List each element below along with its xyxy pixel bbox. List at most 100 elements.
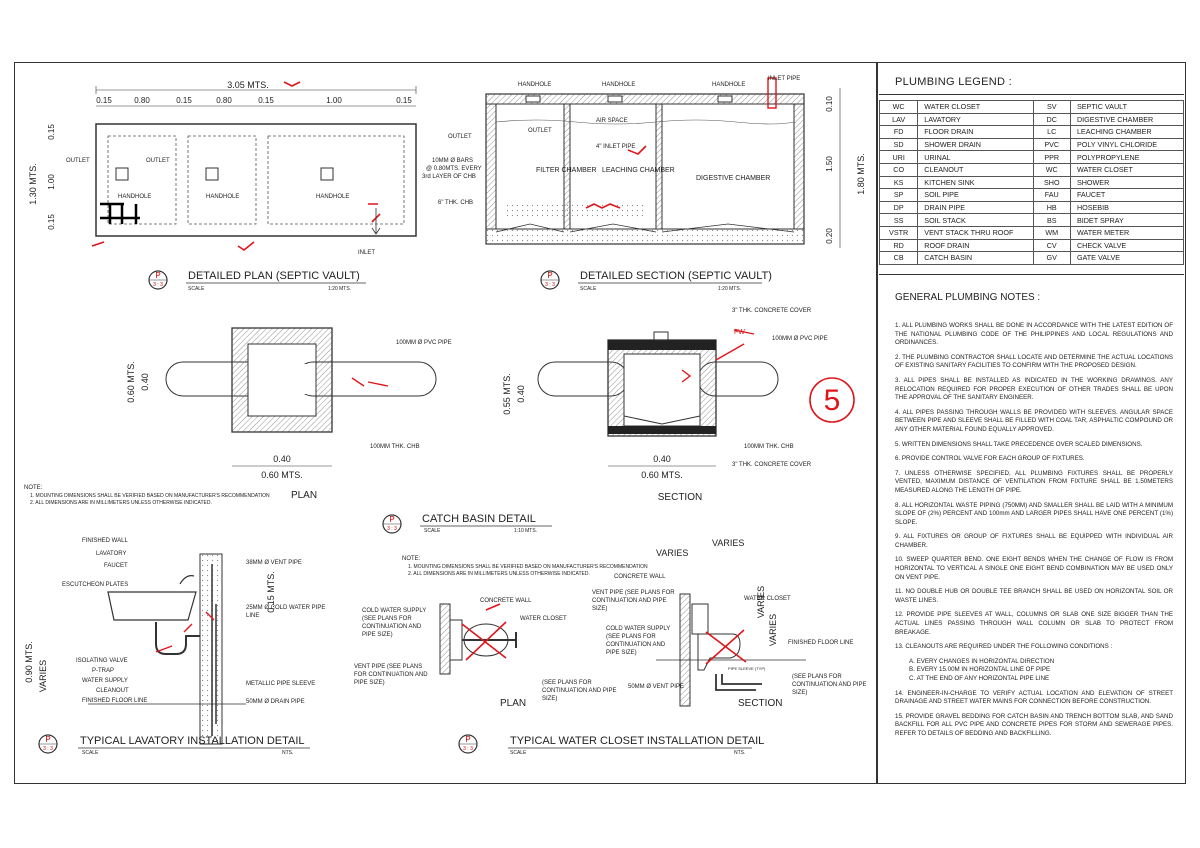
section-dim: 0.20 [825,228,834,244]
note-item: 15. PROVIDE GRAVEL BEDDING FOR CATCH BAS… [895,712,1173,737]
section-bars-label: 3rd LAYER OF CHB [422,174,476,180]
section-chb-label: 6" THK. CHB [438,200,473,206]
cb-ref-letter: P [389,515,394,524]
legend-description: SHOWER DRAIN [917,137,1034,152]
wc-varies: VARIES [656,548,688,558]
wc-cold: COLD WATER SUPPLY [362,608,426,614]
section-inlet-pipe-label: INLET PIPE [768,76,800,82]
wc-concrete-wall-2: CONCRETE WALL [614,574,666,580]
plan-scale-label: SCALE [188,286,205,292]
note-item: 7. UNLESS OTHERWISE SPECIFIED, ALL PLUMB… [895,469,1173,494]
legend-description: KITCHEN SINK [917,175,1034,190]
wc-see: (SEE PLANS FOR [542,680,592,686]
wc-section-vent: CONTINUATION AND PIPE [592,598,667,604]
sheet-divider [876,62,878,784]
lav-isolating: ISOLATING VALVE [76,658,128,664]
plan-dim: 0.15 [47,124,56,140]
legend-code: LAV [878,112,919,127]
plan-ref-sheet: 3 : 3 [153,282,163,288]
lav-title: TYPICAL LAVATORY INSTALLATION DETAIL [80,735,305,747]
wc-section-cold: COLD WATER SUPPLY [606,626,670,632]
legend-code: BS [1032,213,1071,227]
lav-sleeve: METALLIC PIPE SLEEVE [246,681,315,687]
note2-title: NOTE: [402,556,421,562]
wc-scale: NTS. [734,750,745,756]
plan-dim: 1.00 [326,96,342,105]
cb-plan-width: 0.60 MTS. [261,470,303,480]
note-sub-item: A. EVERY CHANGES IN HORIZONTAL DIRECTION [909,657,1055,665]
lav-scale-label: SCALE [82,750,99,756]
cb-section-width: 0.60 MTS. [641,470,683,480]
plan-handhole-label: HANDHOLE [118,194,151,200]
cb-plan-pvc-label: 100MM Ø PVC PIPE [396,340,452,346]
legend-code: FAU [1032,188,1071,202]
note-item: 10. SWEEP QUARTER BEND. ONE EIGHT BENDS … [895,556,1173,581]
section-dim: 1.50 [825,156,834,172]
note1-title: NOTE: [24,485,43,491]
legend-code: KS [878,175,919,190]
lav-scale: NTS. [282,750,293,756]
legend-description: SOIL PIPE [917,188,1034,202]
legend-description: HOSEBIB [1069,200,1185,215]
notes-title: GENERAL PLUMBING NOTES : [895,292,1041,303]
wc-floor: FINISHED FLOOR LINE [788,640,853,646]
legend-description: FAUCET [1069,188,1185,202]
note-item: 3. ALL PIPES SHALL BE INSTALLED AS INDIC… [895,376,1173,402]
water-closet-section: VARIES VARIES CONCRETE WALL VENT PIPE (S… [458,538,867,756]
legend-description: SOIL STACK [917,213,1034,227]
lav-cold-water: LINE [246,613,259,619]
plan-overall-dim: 3.05 MTS. [227,80,269,90]
plan-inlet-label: INLET [358,250,375,256]
wc-section-cold: PIPE SIZE) [606,650,637,656]
legend-code: VSTR [878,225,919,240]
cb-scale: 1:10 MTS. [514,528,537,534]
plan-dim: 1.00 [47,174,56,190]
legend-description: SHOWER [1069,175,1185,190]
legend-code: SP [878,188,919,202]
catch-basin-section: 3" THK. CONCRETE COVER 100MM Ø PVC PIPE … [502,308,855,503]
septic-section: HANDHOLE HANDHOLE HANDHOLE INLET PIPE OU… [422,76,866,292]
wc-section-see: SIZE) [792,690,807,696]
wc-section-see: CONTINUATION AND PIPE [792,682,867,688]
plan-scale: 1:20 MTS. [328,286,351,292]
lav-faucet: FAUCET [104,563,128,569]
legend-code: PPR [1032,150,1071,164]
legend-description: LAVATORY [917,112,1034,127]
note-sub-item: C. AT THE END OF ANY HORIZONTAL PIPE LIN… [909,675,1050,682]
notes-separator [879,274,1184,275]
section-overall-height: 1.80 MTS. [856,153,866,195]
wc-section-cold: CONTINUATION AND [606,642,666,648]
legend-code: CV [1032,238,1071,253]
wc-section-vent: SIZE) [592,606,607,612]
wc-plan-label: PLAN [500,698,526,709]
wc-vent: VENT PIPE (SEE PLANS [354,664,422,670]
legend-description: SEPTIC VAULT [1069,100,1185,114]
cb-title: CATCH BASIN DETAIL [422,513,536,525]
note-sub-item: B. EVERY 15.00M IN HORIZONTAL LINE OF PI… [909,666,1051,674]
section-dim: 0.10 [825,96,834,112]
legend-title: PLUMBING LEGEND : [895,76,1012,88]
water-closet-plan: COLD WATER SUPPLY (SEE PLANS FOR CONTINU… [354,598,617,709]
notes-body: 1. ALL PLUMBING WORKS SHALL BE DONE IN A… [895,322,1173,745]
cb-plan-label: PLAN [291,490,317,501]
septic-plan: 3.05 MTS. 0.15 0.80 0.15 0.80 0.15 1.00 … [28,80,417,292]
note-item: 11. NO DOUBLE HUB OR DOUBLE TEE BRANCH S… [895,588,1173,604]
lav-escutcheon: ESCUTCHEON PLATES [62,582,128,588]
legend-separator [879,94,1184,95]
wc-vent: PIPE SIZE) [354,680,385,686]
wc-water-closet: WATER CLOSET [520,616,567,622]
section-inlet4-label: 4" INLET PIPE [596,144,635,150]
wc-concrete-wall: CONCRETE WALL [480,598,532,604]
cb-plan-inner-width: 0.40 [273,454,291,464]
cb-section-inner-width: 0.40 [653,454,671,464]
wc-vent: FOR CONTINUATION AND [354,672,428,678]
note2-line: 1. MOUNTING DIMENSIONS SHALL BE VERIFIED… [408,564,648,570]
legend-code: RD [878,238,919,253]
catch-basin-title-block: P 3 : 3 CATCH BASIN DETAIL SCALE 1:10 MT… [382,513,552,534]
